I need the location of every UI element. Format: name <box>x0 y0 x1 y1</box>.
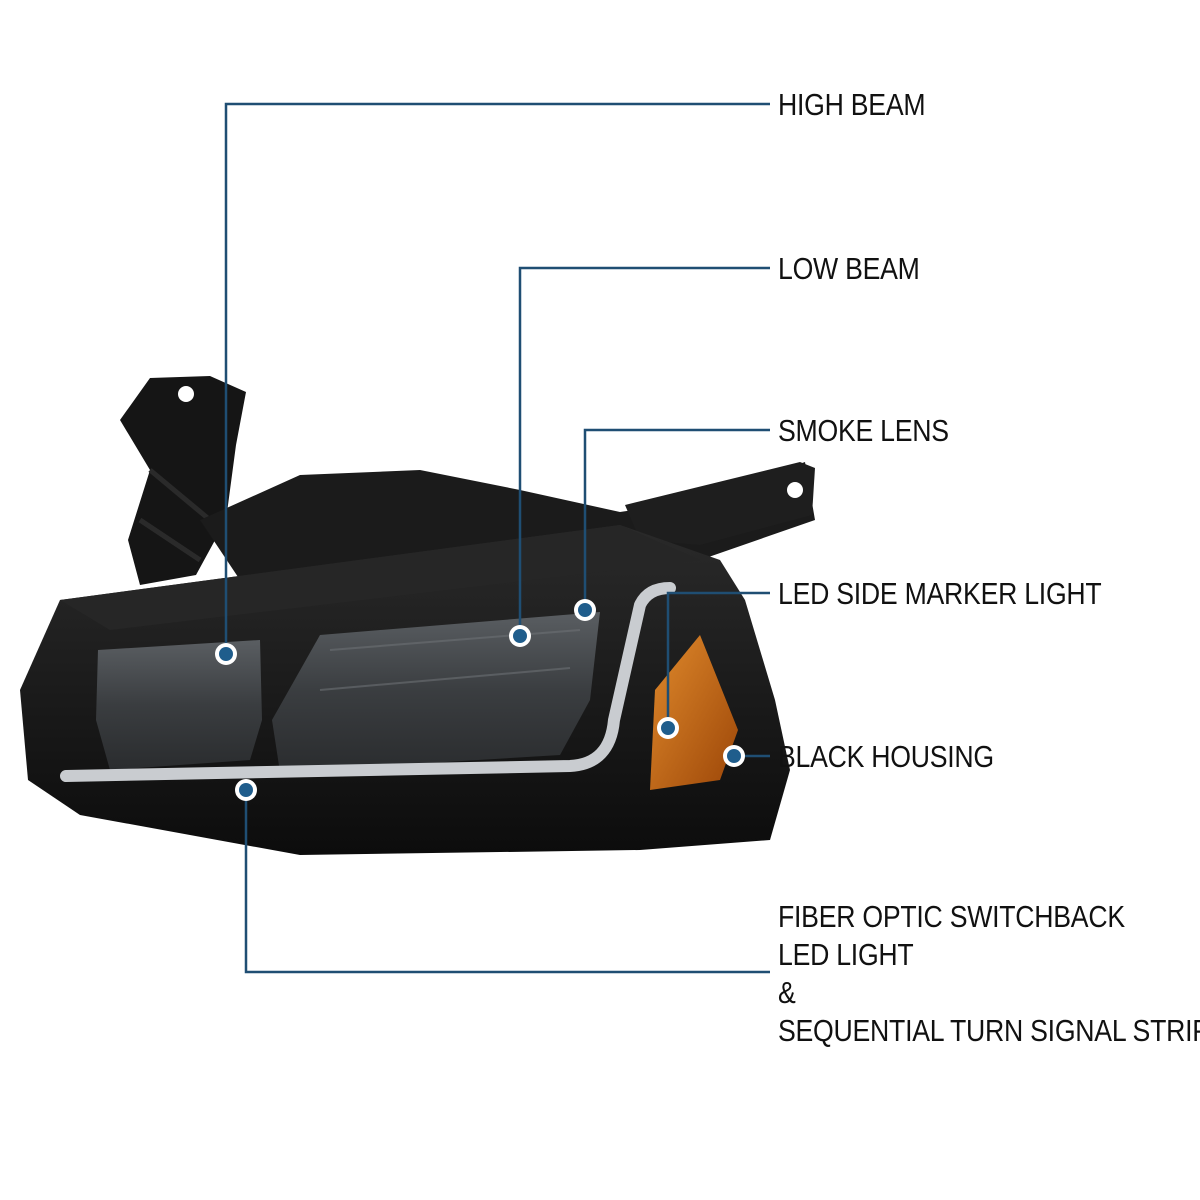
callout-dot-icon <box>235 779 257 801</box>
callout-line: SEQUENTIAL TURN SIGNAL STRIP <box>778 1013 1200 1048</box>
leader-high-beam <box>224 102 770 654</box>
leader-fiber-optic <box>244 790 770 974</box>
callout-high-beam: HIGH BEAM <box>778 86 926 124</box>
leader-led-side-marker <box>666 591 770 728</box>
callout-line: BLACK HOUSING <box>778 739 994 774</box>
callout-dot-icon <box>509 625 531 647</box>
callout-dot-icon <box>723 745 745 767</box>
callout-line: LED LIGHT <box>778 937 914 972</box>
callout-line: LED SIDE MARKER LIGHT <box>778 576 1102 611</box>
leader-lines <box>224 102 770 974</box>
callout-dots <box>215 599 745 801</box>
callout-line: LOW BEAM <box>778 251 920 286</box>
callout-fiber-optic: FIBER OPTIC SWITCHBACK LED LIGHT & SEQUE… <box>778 898 1200 1050</box>
callout-smoke-lens: SMOKE LENS <box>778 412 949 450</box>
leader-low-beam <box>518 266 770 636</box>
mounting-bracket-right <box>625 462 815 545</box>
low-beam-lens <box>272 612 600 772</box>
callout-dot-icon <box>574 599 596 621</box>
high-beam-lens <box>96 640 262 770</box>
callout-line: SMOKE LENS <box>778 413 949 448</box>
callout-line: HIGH BEAM <box>778 87 926 122</box>
callout-line: & <box>778 975 796 1010</box>
callout-black-housing: BLACK HOUSING <box>778 738 994 776</box>
callout-low-beam: LOW BEAM <box>778 250 920 288</box>
led-strip <box>60 582 676 782</box>
callout-dot-icon <box>657 717 679 739</box>
amber-side-marker <box>650 635 738 790</box>
leader-smoke-lens <box>583 428 770 610</box>
callout-led-side-marker-light: LED SIDE MARKER LIGHT <box>778 575 1102 613</box>
callout-dot-icon <box>215 643 237 665</box>
callout-line: FIBER OPTIC SWITCHBACK <box>778 899 1125 934</box>
